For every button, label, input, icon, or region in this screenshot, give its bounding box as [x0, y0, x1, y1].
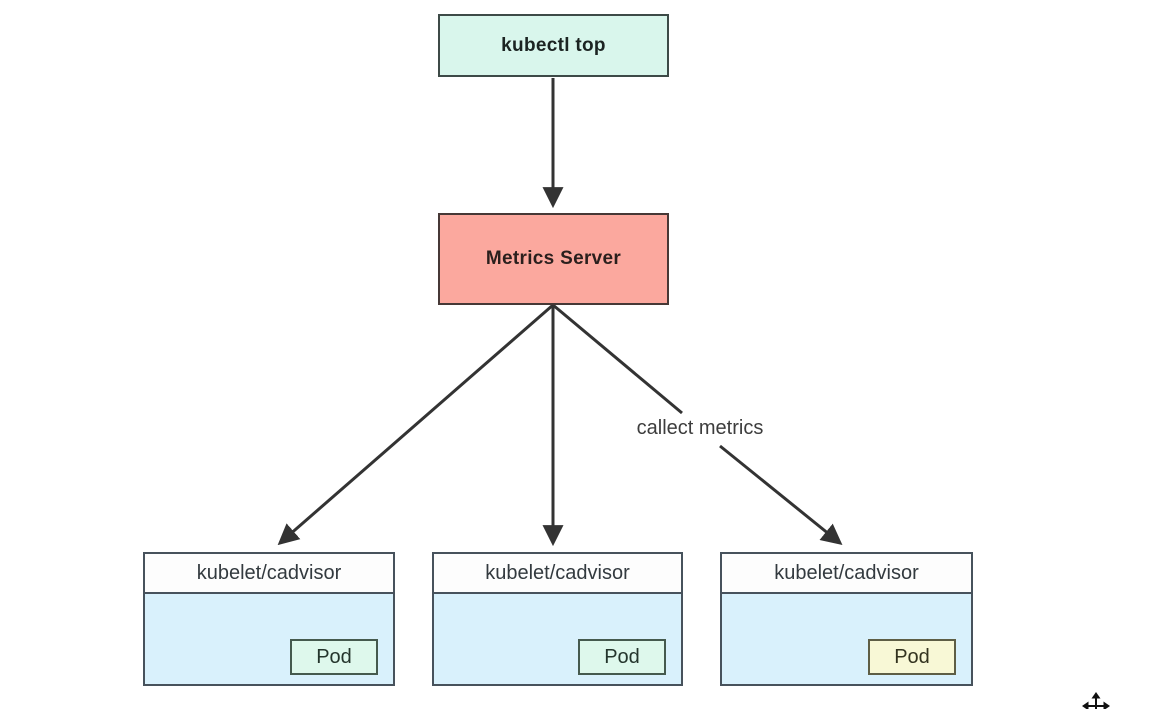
kubelet-node-1: kubelet/cadvisor Pod [143, 552, 395, 686]
pod-label-1: Pod [316, 645, 352, 668]
kubelet-node-1-header: kubelet/cadvisor [145, 554, 393, 594]
kubectl-top-box: kubectl top [438, 14, 669, 77]
pod-box-1: Pod [290, 639, 378, 675]
metrics-server-box: Metrics Server [438, 213, 669, 305]
move-cursor-icon [1082, 692, 1110, 709]
arrow-metrics-to-node-3-lower [719, 444, 843, 545]
kubelet-node-3-header: kubelet/cadvisor [722, 554, 971, 594]
arrow-metrics-to-node-1 [277, 303, 554, 546]
kubelet-node-2: kubelet/cadvisor Pod [432, 552, 683, 686]
kubectl-top-label: kubectl top [501, 34, 606, 56]
pod-label-2: Pod [604, 645, 640, 668]
kubelet-node-3: kubelet/cadvisor Pod [720, 552, 973, 686]
pod-box-2: Pod [578, 639, 666, 675]
metrics-server-label: Metrics Server [485, 248, 622, 269]
collect-metrics-edge-label: callect metrics [636, 417, 764, 439]
kubelet-node-2-header: kubelet/cadvisor [434, 554, 681, 594]
pod-label-3: Pod [894, 645, 930, 668]
arrow-metrics-to-node-3-upper [552, 303, 683, 415]
pod-box-3: Pod [868, 639, 956, 675]
